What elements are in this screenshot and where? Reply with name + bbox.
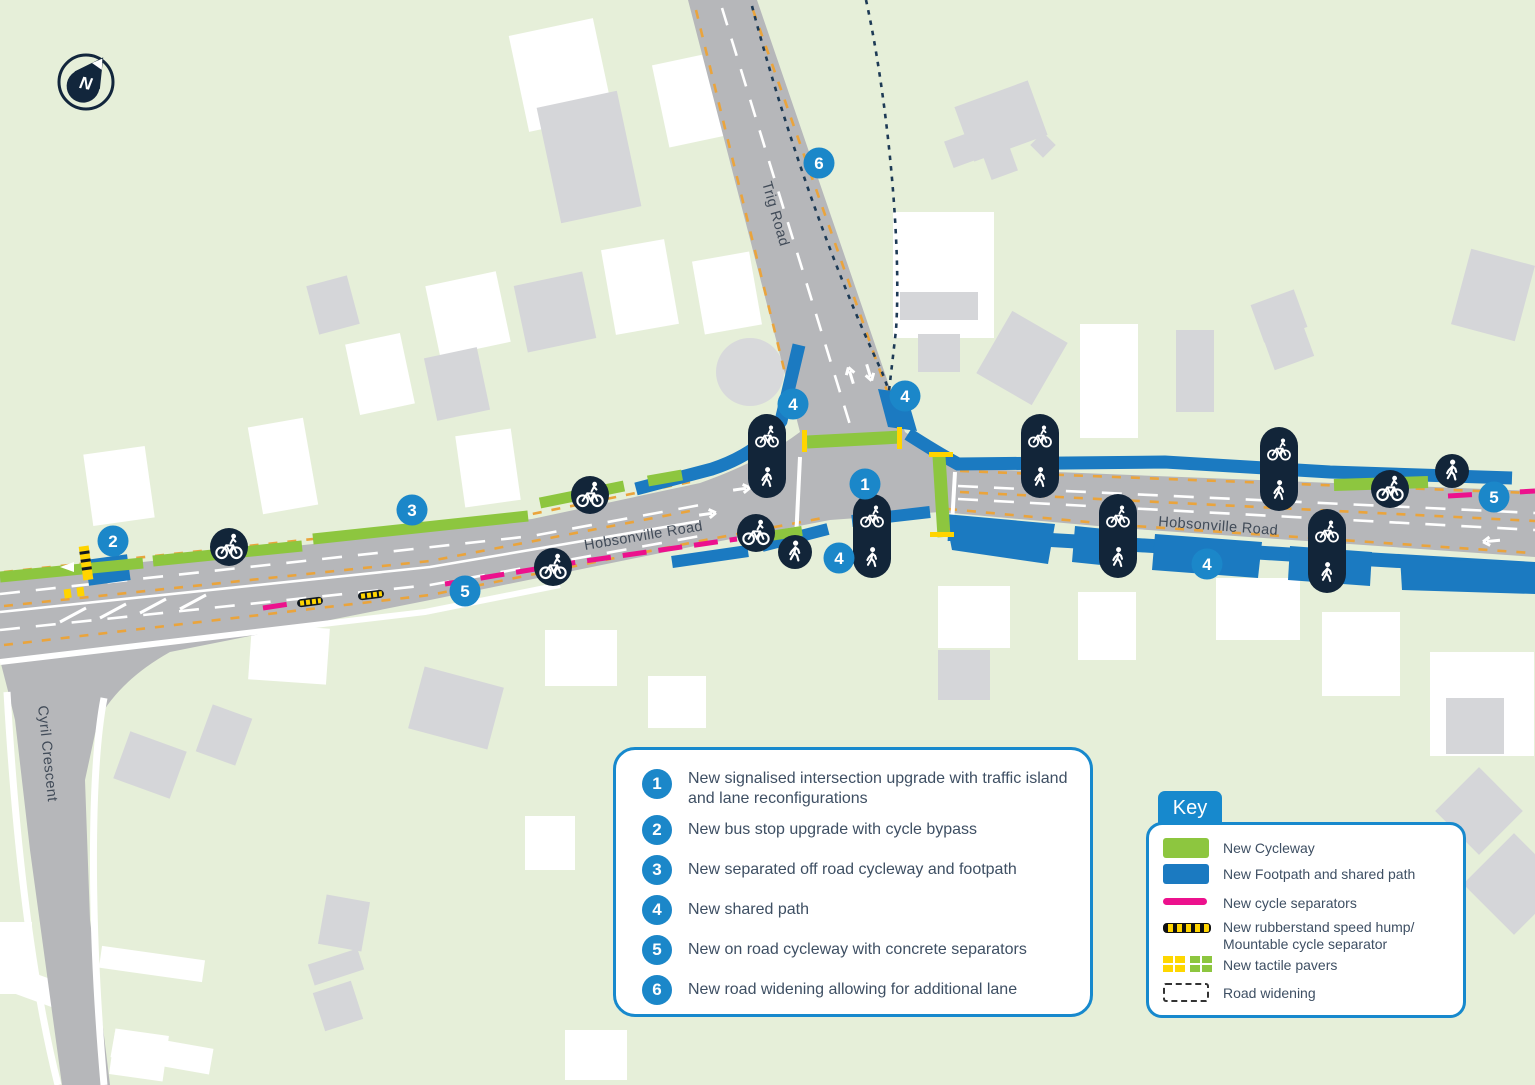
map-badges: 1 2 3 4 4 4 4 5 5 6 <box>97 147 1510 607</box>
shared-path-marker <box>748 414 786 498</box>
map-badge-6: 6 <box>803 147 835 179</box>
key-item-cycleway: New Cycleway <box>1163 838 1315 858</box>
shared-path-markers <box>748 414 1346 593</box>
callout-text-3: New separated off road cycleway and foot… <box>688 861 1017 878</box>
tactile-swatch <box>1163 956 1212 972</box>
svg-text:6: 6 <box>814 154 823 173</box>
callout-item-3: 3 New separated off road cycleway and fo… <box>642 855 1076 885</box>
footpath-swatch <box>1163 864 1209 884</box>
key-item-speed-hump: New rubberstand speed hump/Mountable cyc… <box>1163 919 1414 952</box>
callout-text-6: New road widening allowing for additiona… <box>688 981 1018 998</box>
callout-item-4: 4 New shared path <box>642 895 1076 925</box>
cycleway-swatch <box>1163 838 1209 858</box>
white-markings <box>0 7 1535 632</box>
callout-badge-5: 5 <box>642 935 672 965</box>
svg-text:4: 4 <box>1202 555 1212 574</box>
map-badge-5a: 5 <box>449 575 481 607</box>
map-badge-4d: 4 <box>1191 548 1223 580</box>
svg-text:5: 5 <box>460 582 469 601</box>
map-badge-4c: 4 <box>823 542 855 574</box>
compass-north-letter: N <box>78 73 94 94</box>
cycle-crossing-trig <box>806 430 902 449</box>
shared-path-marker <box>1099 494 1137 578</box>
svg-text:3: 3 <box>407 501 416 520</box>
callout-badge-6: 6 <box>642 975 672 1005</box>
tactile-pavers <box>60 427 954 599</box>
give-way-triangle <box>60 562 74 572</box>
callout-item-1: 1 New signalised intersection upgrade wi… <box>642 769 1076 809</box>
shared-path-marker <box>853 494 891 578</box>
svg-text:4: 4 <box>788 395 798 414</box>
road-widening-outline <box>750 0 899 392</box>
callout-badge-1: 1 <box>642 769 672 799</box>
shared-path-marker <box>1260 427 1298 511</box>
callout-text-2: New bus stop upgrade with cycle bypass <box>688 821 978 838</box>
map-badge-2: 2 <box>97 525 129 557</box>
map-badge-3: 3 <box>396 494 428 526</box>
svg-text:1: 1 <box>860 475 869 494</box>
svg-text:5: 5 <box>1489 488 1498 507</box>
key-item-separators: New cycle separators <box>1163 893 1357 913</box>
key-box: New Cycleway New Footpath and shared pat… <box>1146 822 1466 1018</box>
existing-footpaths <box>0 582 561 1085</box>
callout-text-5: New on road cycleway with concrete separ… <box>688 941 1027 958</box>
shared-path-marker <box>1308 509 1346 593</box>
shared-path-marker <box>1021 414 1059 498</box>
cycleway-markers <box>210 454 1469 586</box>
map-badge-4a: 4 <box>777 388 809 420</box>
svg-text:4: 4 <box>900 387 910 406</box>
key-title-tab: Key <box>1158 791 1222 825</box>
compass-icon: N <box>57 53 115 111</box>
callout-item-5: 5 New on road cycleway with concrete sep… <box>642 935 1076 965</box>
callout-text-4: New shared path <box>688 901 809 918</box>
callout-badge-2: 2 <box>642 815 672 845</box>
cycle-crossing-hobsonville <box>932 455 951 538</box>
callout-badge-3: 3 <box>642 855 672 885</box>
callout-item-6: 6 New road widening allowing for additio… <box>642 975 1076 1005</box>
callout-text-1: New signalised intersection upgrade with… <box>688 770 1068 807</box>
separator-swatch <box>1163 898 1207 905</box>
svg-text:2: 2 <box>108 532 117 551</box>
bus-stop-marking <box>78 545 94 581</box>
speed-hump-swatch <box>1163 923 1211 933</box>
callout-badge-4: 4 <box>642 895 672 925</box>
corner-island <box>716 338 784 406</box>
map-badge-1: 1 <box>849 468 881 500</box>
buildings-gray <box>113 80 1535 1032</box>
key-item-widening: Road widening <box>1163 983 1316 1003</box>
svg-text:4: 4 <box>834 549 844 568</box>
callout-box: 1 New signalised intersection upgrade wi… <box>613 747 1093 1017</box>
widening-swatch <box>1163 983 1209 1002</box>
key-item-tactile: New tactile pavers <box>1163 955 1337 975</box>
map-badge-4b: 4 <box>889 380 921 412</box>
callout-item-2: 2 New bus stop upgrade with cycle bypass <box>642 815 1076 845</box>
map-badge-5b: 5 <box>1478 481 1510 513</box>
key-item-footpath: New Footpath and shared path <box>1163 864 1415 884</box>
